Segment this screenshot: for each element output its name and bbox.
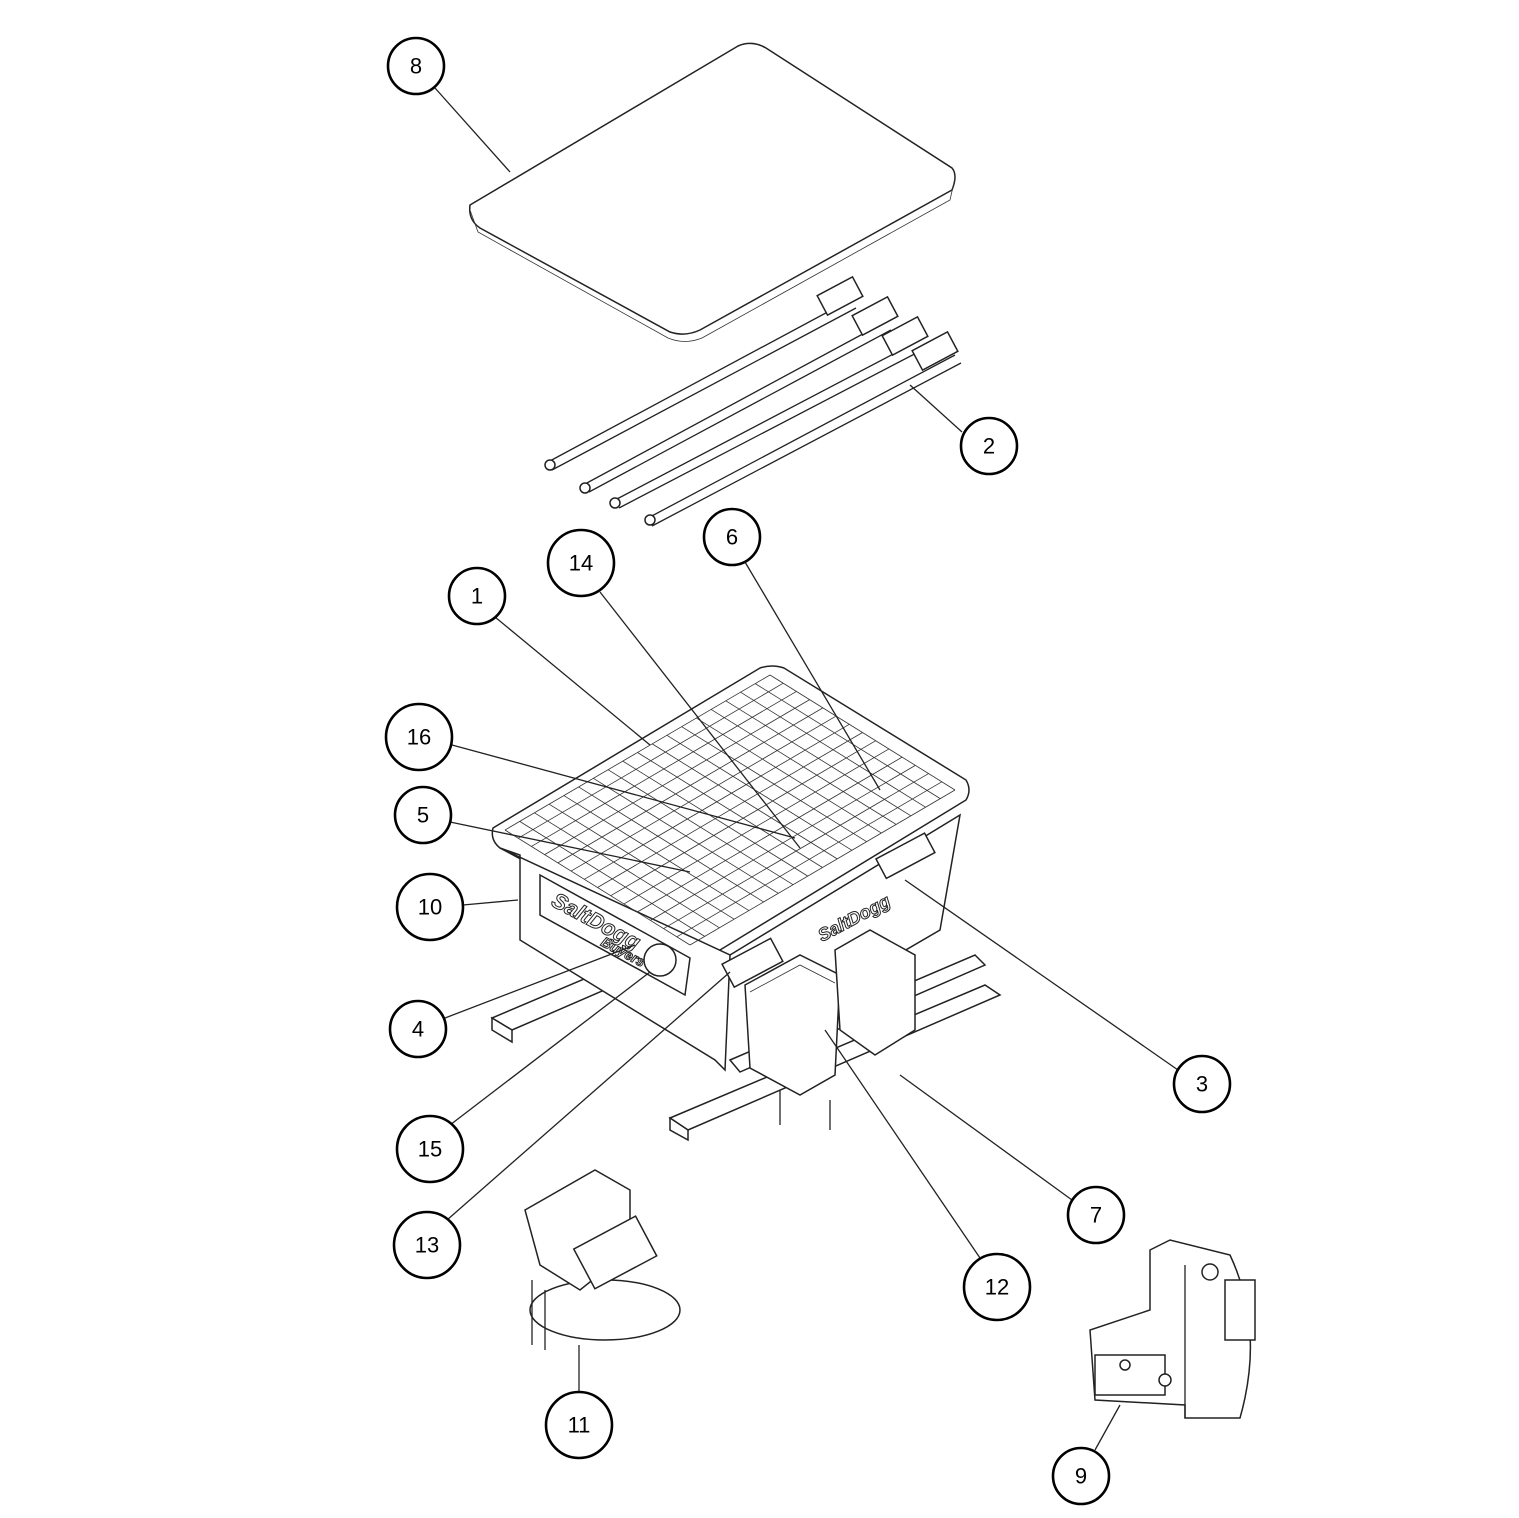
callout-16: 16 [384, 702, 454, 772]
callout-7: 7 [1066, 1185, 1126, 1245]
callout-8: 8 [386, 36, 446, 96]
svg-text:14: 14 [569, 551, 593, 576]
lid [468, 42, 956, 342]
callout-15: 15 [395, 1114, 465, 1184]
callout-13: 13 [392, 1210, 462, 1280]
svg-text:15: 15 [418, 1137, 442, 1162]
callout-2: 2 [959, 416, 1019, 476]
svg-text:13: 13 [415, 1233, 439, 1258]
svg-text:8: 8 [410, 54, 422, 79]
svg-text:11: 11 [568, 1413, 591, 1438]
svg-text:6: 6 [726, 525, 738, 550]
callout-5: 5 [393, 785, 453, 845]
leader-lines [434, 87, 1179, 1451]
callout-11: 11 [544, 1390, 614, 1460]
callout-9: 9 [1051, 1446, 1111, 1506]
svg-text:4: 4 [412, 1017, 424, 1042]
motor-mount-detail [1089, 1239, 1256, 1419]
svg-text:1: 1 [471, 584, 483, 609]
callout-6: 6 [702, 507, 762, 567]
straps [544, 275, 962, 527]
callout-3: 3 [1172, 1054, 1232, 1114]
svg-text:3: 3 [1196, 1072, 1208, 1097]
svg-text:7: 7 [1090, 1203, 1102, 1228]
svg-text:12: 12 [985, 1275, 1009, 1300]
callout-1: 1 [447, 566, 507, 626]
svg-text:16: 16 [407, 725, 431, 750]
spinner-assembly [524, 1169, 681, 1350]
svg-text:9: 9 [1075, 1464, 1087, 1489]
svg-text:5: 5 [417, 803, 429, 828]
grate [504, 674, 956, 946]
svg-text:10: 10 [418, 895, 442, 920]
callout-4: 4 [388, 999, 448, 1059]
callout-10: 10 [395, 872, 465, 942]
callout-14: 14 [546, 528, 616, 598]
bucket [744, 929, 916, 1096]
callout-12: 12 [962, 1252, 1032, 1322]
svg-text:2: 2 [983, 434, 995, 459]
